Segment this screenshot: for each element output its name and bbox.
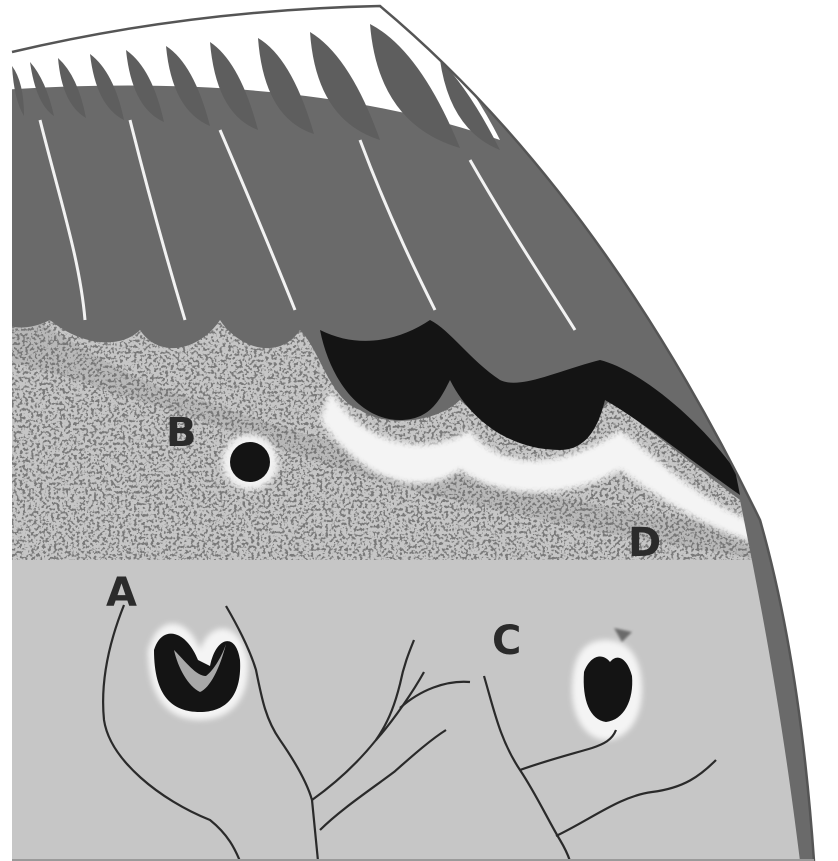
lesion-b-dot xyxy=(230,442,270,482)
label-b: B xyxy=(166,410,197,456)
label-c: C xyxy=(492,618,521,664)
label-d: D xyxy=(628,520,661,566)
label-a: A xyxy=(106,570,137,616)
